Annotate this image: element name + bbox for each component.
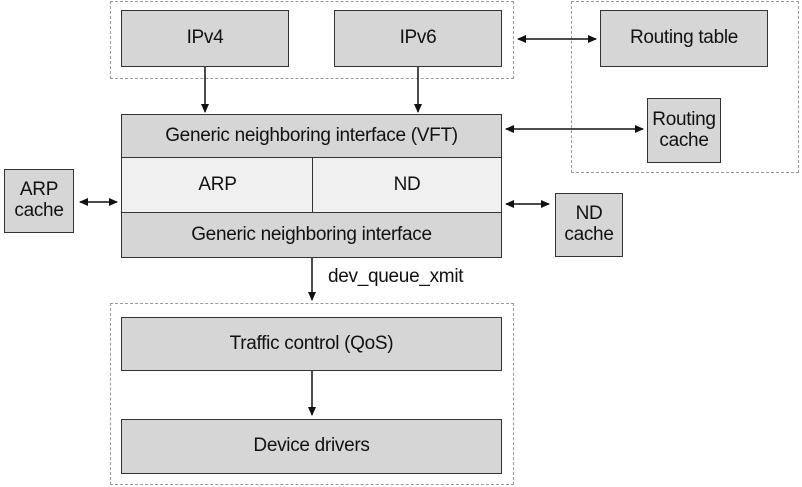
nd-label: ND	[393, 174, 421, 196]
generic-iface-box: Generic neighboring interface	[121, 212, 502, 258]
dev-queue-xmit-label: dev_queue_xmit	[328, 266, 464, 287]
routing-cache-label: Routing cache	[652, 108, 716, 151]
routing-group	[571, 1, 799, 173]
nd-cache-label: ND cache	[564, 203, 614, 245]
nd-box: ND	[312, 157, 502, 214]
generic-vft-label: Generic neighboring interface (VFT)	[165, 125, 458, 147]
ipv4-box: IPv4	[121, 10, 289, 67]
nd-cache-box: ND cache	[555, 193, 623, 257]
device-drivers-label: Device drivers	[253, 435, 370, 457]
ipv6-label: IPv6	[399, 27, 437, 49]
routing-cache-box: Routing cache	[647, 98, 721, 163]
arp-cache-box: ARP cache	[4, 169, 74, 233]
arp-cache-label: ARP cache	[14, 179, 64, 221]
driver-group	[110, 303, 514, 485]
ipv6-box: IPv6	[334, 10, 502, 67]
protocols-group	[110, 1, 514, 79]
generic-iface-label: Generic neighboring interface	[191, 223, 432, 245]
arp-label: ARP	[198, 174, 237, 196]
traffic-control-box: Traffic control (QoS)	[121, 317, 502, 371]
device-drivers-box: Device drivers	[121, 419, 502, 474]
ipv4-label: IPv4	[186, 27, 224, 49]
routing-table-box: Routing table	[600, 10, 768, 67]
arp-box: ARP	[121, 157, 314, 214]
traffic-control-label: Traffic control (QoS)	[229, 332, 394, 354]
routing-table-label: Routing table	[629, 27, 739, 49]
